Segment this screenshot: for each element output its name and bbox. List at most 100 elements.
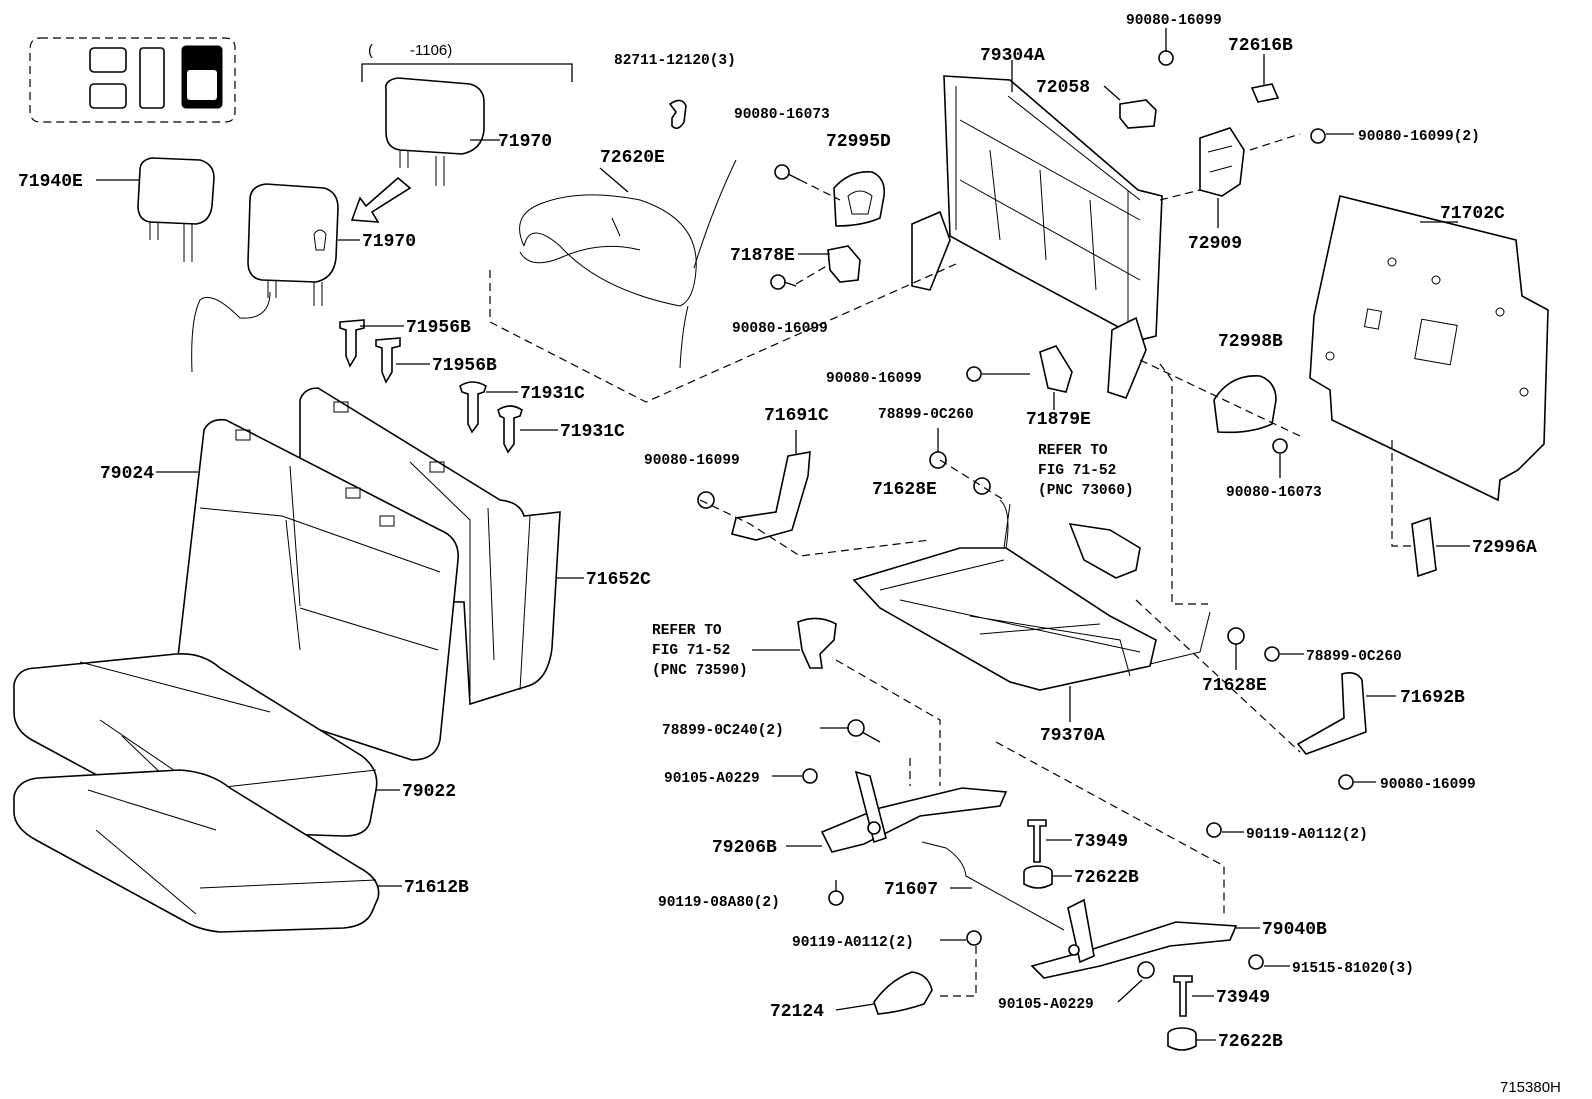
label-72998B: 72998B (1218, 332, 1283, 352)
bushing-71628E-b (1227, 627, 1245, 670)
label-71970-top: 71970 (498, 132, 552, 152)
range-note-open: ( (368, 42, 373, 59)
label-71692B: 71692B (1400, 688, 1465, 708)
refer-note-73590-line-1: REFER TO (652, 623, 722, 639)
cover-72998B (1213, 375, 1277, 434)
bolt-90119-A0112-b (940, 930, 982, 946)
label-71691C: 71691C (764, 406, 829, 426)
bolt-90080-16099-top (1158, 28, 1174, 66)
label-90080-16099-b: 90080-16099 (826, 371, 922, 387)
label-71940E: 71940E (18, 172, 83, 192)
bolt-90080-16073-a (774, 164, 801, 181)
cover-72995D (833, 171, 886, 227)
refer-note-73590: REFER TO FIG 71-52 (PNC 73590) (652, 623, 800, 679)
bolt-90080-16099-b (966, 366, 1030, 382)
label-90080-16099-c: 90080-16099 (644, 453, 740, 469)
label-71878E: 71878E (730, 246, 795, 266)
label-71652C: 71652C (586, 570, 651, 590)
bolt-90080-16099-d (1338, 774, 1376, 790)
label-72124: 72124 (770, 1002, 824, 1022)
cable-72620E (519, 159, 737, 369)
label-79304A: 79304A (980, 46, 1045, 66)
label-71970-mid: 71970 (362, 232, 416, 252)
bolt-90105-A0229-a (772, 768, 818, 784)
label-72909: 72909 (1188, 234, 1242, 254)
pad-72124 (835, 971, 933, 1015)
label-90105-A0229-b: 90105-A0229 (998, 997, 1094, 1013)
belt-buckle-73060 (1068, 523, 1141, 579)
label-71931C-b: 71931C (560, 422, 625, 442)
label-72996A: 72996A (1472, 538, 1537, 558)
rod-71607 (921, 841, 1065, 931)
headrest-71940E (96, 157, 215, 262)
label-90080-16099-top: 90080-16099 (1126, 13, 1222, 29)
label-90080-16099-d: 90080-16099 (1380, 777, 1476, 793)
bolt-90080-16099-c (697, 491, 715, 509)
bracket-71691C (731, 430, 811, 541)
label-90080-16073-b: 90080-16073 (1226, 485, 1322, 501)
label-78899-0C240: 78899-0C240(2) (662, 723, 784, 739)
cover-71692B (1296, 672, 1396, 755)
label-71628E-a: 71628E (872, 480, 937, 500)
clip-72616B (1250, 54, 1280, 103)
label-91515: 91515-81020(3) (1292, 961, 1414, 977)
label-90105-A0229-a: 90105-A0229 (664, 771, 760, 787)
bolt-78899-0C260-a (929, 428, 947, 469)
label-90080-16099-2a: 90080-16099(2) (1358, 129, 1480, 145)
label-79024: 79024 (100, 464, 154, 484)
label-72995D: 72995D (826, 132, 891, 152)
clip-82711 (668, 99, 687, 130)
label-71956B-b: 71956B (432, 356, 497, 376)
bolt-90080-16099-2a (1310, 128, 1354, 144)
assembly-lines (489, 133, 1301, 997)
headrest-71970-mid (191, 183, 360, 373)
refer-note-73590-line-3: (PNC 73590) (652, 663, 748, 679)
bolt-90080-16099-a (770, 274, 797, 290)
latch-72996A (1391, 440, 1470, 578)
label-90080-16099-a: 90080-16099 (732, 321, 828, 337)
label-72058: 72058 (1036, 78, 1090, 98)
refer-note-73060-line-1: REFER TO (1038, 443, 1108, 459)
hinge-79206B (786, 770, 1008, 853)
label-90080-16073-a: 90080-16073 (734, 107, 830, 123)
label-82711: 82711-12120(3) (614, 53, 736, 69)
headrest-71970-top (384, 77, 500, 186)
label-78899-0C260-a: 78899-0C260 (878, 407, 974, 423)
label-78899-0C260-b: 78899-0C260 (1306, 649, 1402, 665)
label-71931C-a: 71931C (520, 384, 585, 404)
figure-id: 715380H (1500, 1079, 1561, 1096)
refer-note-73060-line-3: (PNC 73060) (1038, 483, 1134, 499)
label-72622B-b: 72622B (1218, 1032, 1283, 1052)
seat-back-frame-79304A (911, 60, 1163, 399)
label-72620E: 72620E (600, 148, 665, 168)
label-71956B-a: 71956B (406, 318, 471, 338)
hinge-79040B (1030, 898, 1260, 979)
bushing-71628E-a (973, 477, 991, 495)
label-71607: 71607 (884, 880, 938, 900)
guide-71956B (339, 319, 430, 384)
seat-cushion-79022 (13, 652, 400, 837)
bracket-71879E (1039, 345, 1073, 410)
label-90119-A0112-a: 90119-A0112(2) (1246, 827, 1368, 843)
bolt-73949-a (1027, 819, 1072, 863)
bolt-91515-81020 (1248, 954, 1290, 970)
refer-note-73590-line-2: FIG 71-52 (652, 643, 730, 659)
bolt-90105-A0229-b (1117, 961, 1155, 1003)
label-73949-a: 73949 (1074, 832, 1128, 852)
bolt-90119-A0112-a (1206, 822, 1244, 838)
bumper-72622B-b (1167, 1027, 1216, 1051)
label-71879E: 71879E (1026, 410, 1091, 430)
cap-72058 (1103, 85, 1157, 129)
label-79022: 79022 (402, 782, 456, 802)
bolt-78899-0C260-b (1264, 646, 1304, 662)
label-71628E-b: 71628E (1202, 676, 1267, 696)
bolt-90119-08A80 (828, 880, 844, 906)
label-73949-b: 73949 (1216, 988, 1270, 1008)
part-labels: 71970 71940E 71970 71956B 71956B 71931C … (18, 13, 1537, 1052)
vehicle-locator-icon (29, 37, 236, 123)
bolt-78899-0C240 (820, 719, 881, 743)
range-note-value: -1106) (410, 42, 452, 59)
cover-71878E (798, 245, 861, 283)
label-72622B-a: 72622B (1074, 868, 1139, 888)
